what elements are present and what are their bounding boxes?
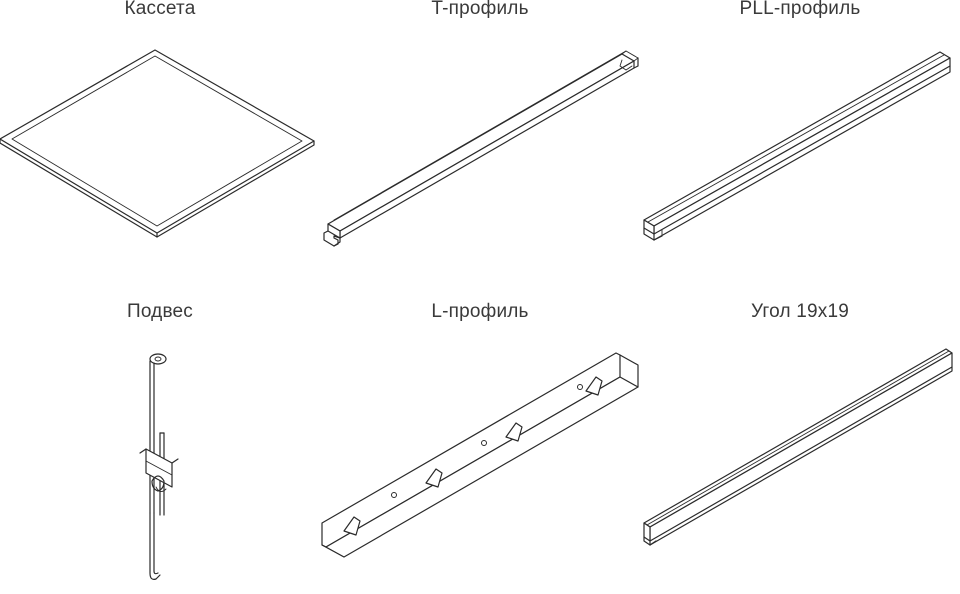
item-pll-profile: PLL-профиль [640,0,960,291]
item-cassette: Кассета [0,0,320,291]
hanger-drawing [139,353,179,580]
t-profile-drawing [323,50,639,247]
item-l-profile: L-профиль [320,301,640,594]
item-label: Кассета [124,0,196,19]
item-t-profile: T-профиль [320,0,640,291]
item-label: L-профиль [431,301,529,322]
angle-19x19-drawing [643,348,953,546]
item-label: T-профиль [431,0,529,19]
item-label: Угол 19x19 [750,301,849,322]
l-profile-drawing [321,352,639,558]
pll-profile-drawing [643,51,951,241]
item-hanger: Подвес [0,301,320,594]
cassette-drawing [0,49,315,238]
item-label: Подвес [126,301,194,322]
item-angle-19x19: Угол 19x19 [640,301,960,594]
item-label: PLL-профиль [739,0,861,19]
